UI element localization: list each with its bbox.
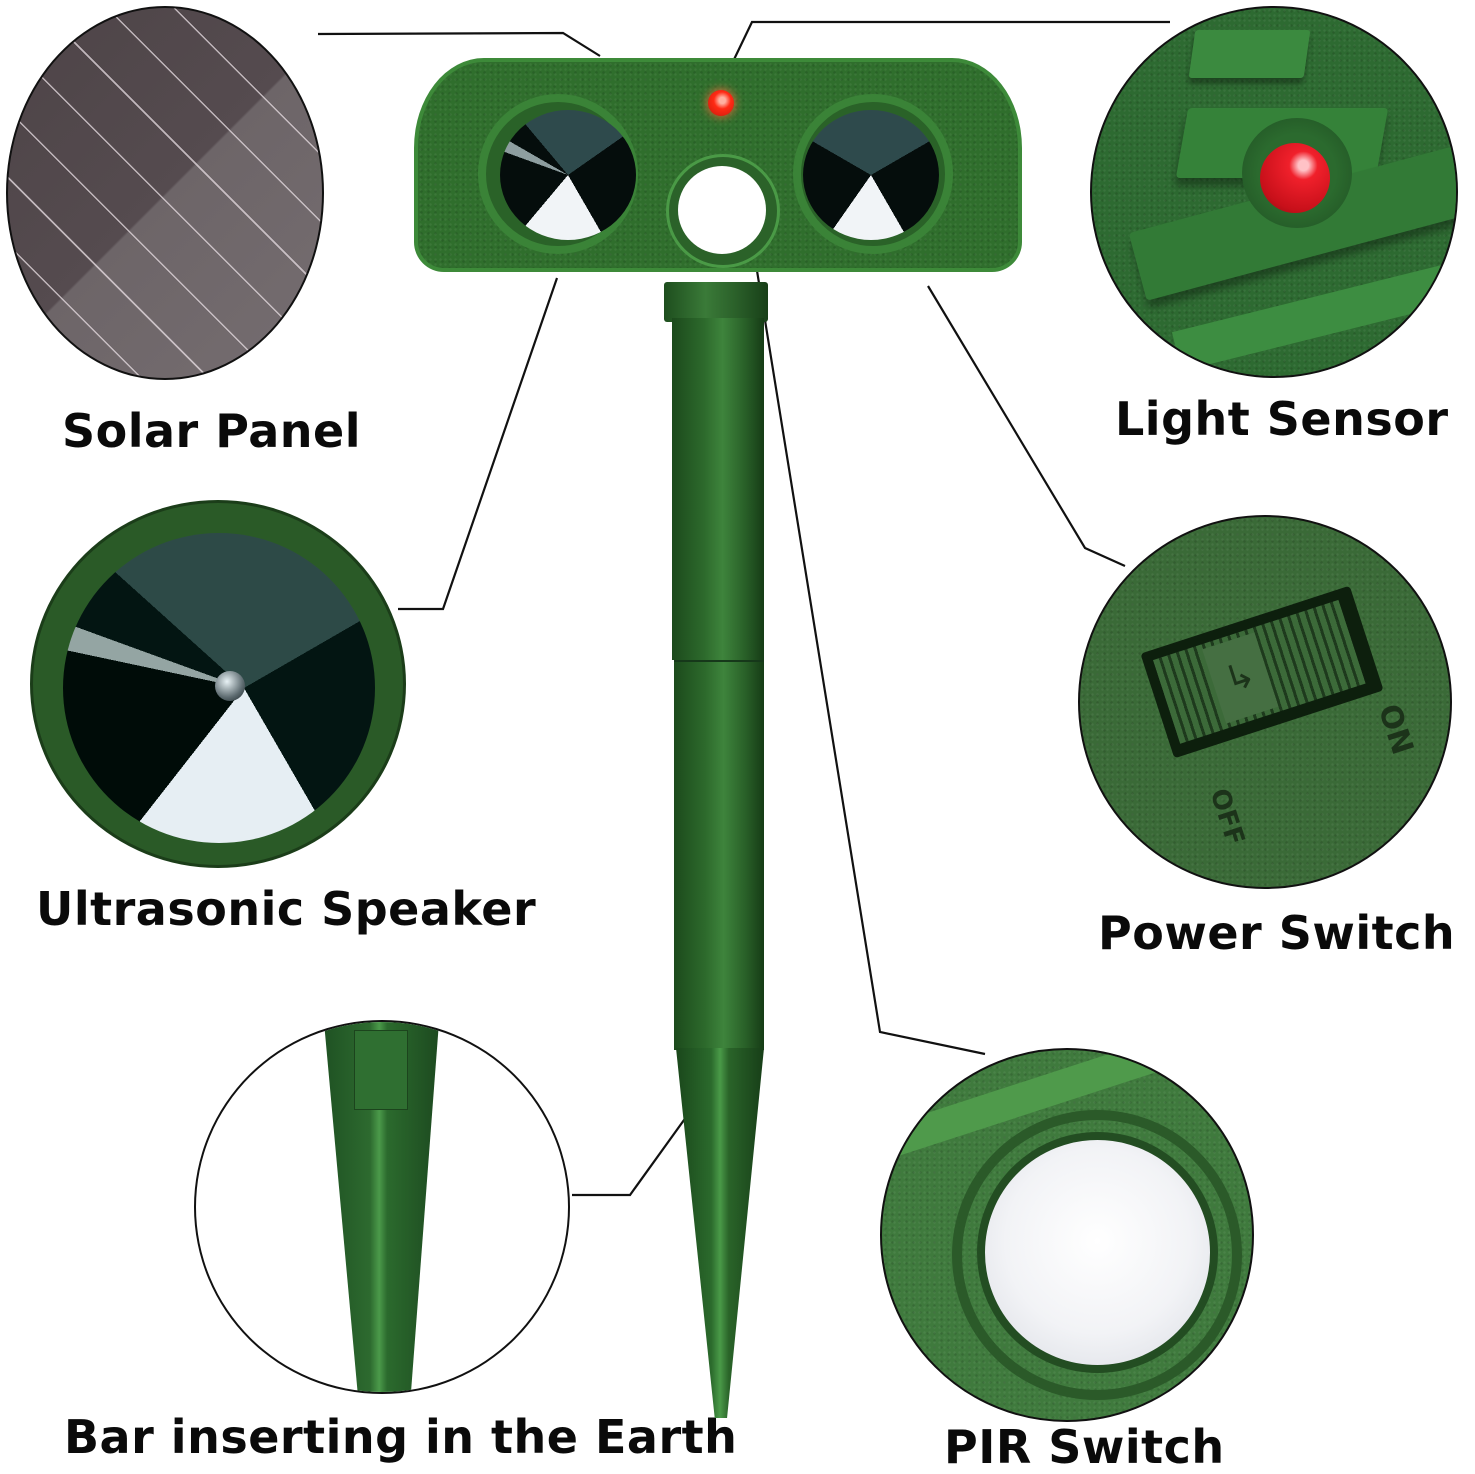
pir-switch-label: PIR Switch xyxy=(944,1420,1225,1474)
solar-panel-label: Solar Panel xyxy=(62,404,361,458)
switch-arrow-pad: ↳ xyxy=(1202,632,1279,724)
leader-bar xyxy=(572,1094,703,1197)
switch-recess: ↳ xyxy=(1140,585,1384,759)
ultrasonic-speaker-circle xyxy=(30,500,406,868)
switch-slider: ↳ xyxy=(1152,599,1366,744)
device-pole-upper xyxy=(672,318,764,660)
switch-on-mark: ON xyxy=(1370,700,1420,759)
device-head xyxy=(414,58,1022,272)
ultrasonic-speaker-label: Ultrasonic Speaker xyxy=(36,882,537,936)
leader-pir-switch xyxy=(746,214,986,1056)
power-switch-circle: ↳ ON OFF xyxy=(1078,515,1452,889)
switch-off-mark: OFF xyxy=(1203,784,1250,850)
power-switch-label: Power Switch xyxy=(1098,906,1456,960)
device-pole-lower xyxy=(674,660,764,1050)
speaker-center-bead xyxy=(215,671,245,701)
pir-ring-outer xyxy=(952,1110,1242,1400)
bar-stake-socket xyxy=(354,1030,408,1110)
device-led-icon xyxy=(708,90,734,116)
solar-panel-circle xyxy=(6,6,324,380)
leader-light-sensor xyxy=(727,20,1170,73)
leader-ultrasonic-speaker xyxy=(398,277,559,611)
pir-switch-circle xyxy=(880,1048,1254,1422)
pir-lens-icon xyxy=(977,1132,1218,1373)
bar-circle xyxy=(194,1020,570,1394)
sensor-ridge-top xyxy=(1188,30,1311,78)
light-sensor-label: Light Sensor xyxy=(1115,392,1449,446)
left-speaker-icon xyxy=(500,110,636,240)
leader-solar-panel xyxy=(317,31,601,57)
red-led-icon xyxy=(1260,143,1330,213)
device-pole-collar xyxy=(664,282,768,322)
right-speaker-icon xyxy=(803,110,939,240)
pir-lens-small-icon xyxy=(678,166,766,254)
light-sensor-circle xyxy=(1090,6,1458,378)
bar-label: Bar inserting in the Earth xyxy=(64,1410,738,1464)
leader-power-switch xyxy=(927,285,1126,568)
